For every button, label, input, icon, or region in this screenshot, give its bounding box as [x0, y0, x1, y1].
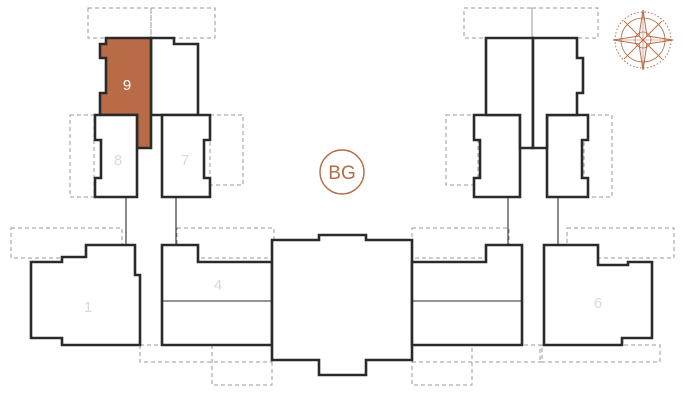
unit-east-small-left[interactable] [472, 113, 522, 199]
terrace-west-small-right [209, 114, 244, 186]
unit-east-small-right[interactable] [545, 113, 590, 199]
building-label: BG [328, 163, 355, 184]
unit-west-mid[interactable]: 4 [160, 243, 274, 347]
terrace-east-bottom-ext [411, 344, 473, 386]
terrace-nw-left [87, 7, 152, 39]
unit-label: 8 [114, 152, 122, 169]
terrace-west-bottom [139, 344, 273, 363]
terrace-west-small-left [69, 114, 95, 198]
unit-center[interactable] [270, 233, 414, 377]
building-badge: BG [319, 149, 365, 195]
terrace-nw-right [150, 7, 216, 39]
unit-west-small-right[interactable]: 7 [160, 113, 212, 199]
terrace-east-wing [566, 227, 675, 259]
terrace-ne-right [531, 7, 599, 39]
terrace-east-small-right [583, 114, 613, 198]
unit-label: 6 [594, 295, 602, 312]
unit-west-narrow-top[interactable] [149, 36, 200, 117]
unit-label: 7 [181, 152, 189, 169]
unit-label: 4 [214, 277, 222, 294]
corridor-west [125, 197, 177, 245]
terrace-ne-left [463, 7, 533, 39]
terrace-east-wing-bottom [539, 344, 661, 363]
unit-label: 1 [84, 299, 92, 316]
unit-west-small-left[interactable]: 8 [93, 113, 139, 199]
terrace-east-bottom [411, 344, 543, 363]
unit-east-top-right[interactable] [531, 36, 585, 150]
unit-east-mid[interactable] [410, 243, 524, 347]
corridor-east [507, 197, 559, 245]
unit-east-wing[interactable]: 6 [542, 243, 654, 347]
compass-rose-icon [612, 9, 674, 71]
unit-label: 9 [123, 77, 131, 94]
unit-west-wing[interactable]: 1 [29, 243, 142, 347]
terrace-west-bottom-ext [211, 344, 273, 386]
terrace-east-small-left [445, 114, 479, 186]
building-badge-circle [319, 149, 365, 195]
